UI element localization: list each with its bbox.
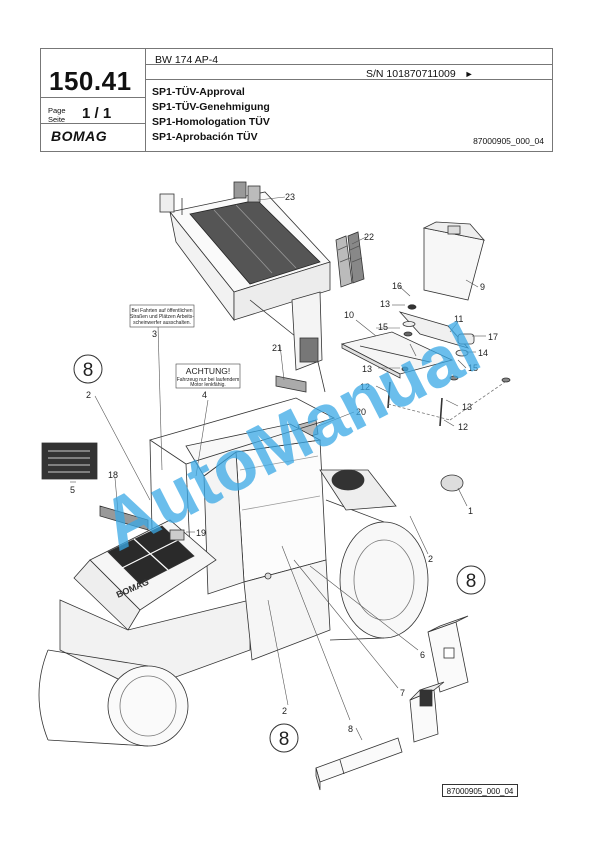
- callout-21: 21: [272, 343, 282, 353]
- callout-20: 20: [356, 407, 366, 417]
- callout-3: 3: [152, 329, 157, 339]
- callout-9: 9: [480, 282, 485, 292]
- warning-strip: [99, 505, 149, 531]
- arrow-right-icon: ►: [464, 69, 474, 79]
- callout-23: 23: [285, 192, 295, 202]
- header-rule: [41, 123, 145, 124]
- reflective-strips: [335, 231, 365, 288]
- callout-13-mid: 13: [362, 364, 372, 374]
- serial-number: S/N 101870711009 ►: [366, 68, 474, 80]
- sticker-line-3: scheinwerfer ausschalten.: [133, 320, 191, 326]
- callout-2-right: 2: [428, 554, 433, 564]
- circled-8-right: 8: [466, 571, 477, 592]
- doc-code: 87000905_000_04: [473, 136, 544, 146]
- reference-code: 87000905_000_04: [442, 784, 518, 797]
- header-rule: [41, 97, 145, 98]
- page-count: 1 / 1: [82, 105, 112, 122]
- model-name: BW 174 AP-4: [155, 54, 219, 66]
- callout-12-left: 12: [360, 382, 370, 392]
- parts-drawing: 8 8 8 Bei Fahrten auf öffentlichen Straß…: [38, 181, 511, 791]
- leader-lines: [70, 196, 486, 741]
- title-de: SP1-TÜV-Genehmigung: [152, 101, 270, 113]
- strip-package: [315, 737, 403, 791]
- callout-13-top: 13: [380, 299, 390, 309]
- page-label: Page Seite: [48, 106, 66, 124]
- page-label-de: Seite: [48, 115, 66, 124]
- header-block: BW 174 AP-4 S/N 101870711009 ► 150.41 Pa…: [40, 48, 553, 152]
- cover-plate: [422, 221, 486, 301]
- cap-part: [440, 474, 464, 492]
- callout-15-right: 15: [468, 363, 478, 373]
- callout-6: 6: [420, 650, 425, 660]
- callout-4: 4: [202, 390, 207, 400]
- callout-15-left: 15: [378, 322, 388, 332]
- title-es: SP1-Aprobación TÜV: [152, 131, 258, 143]
- warning-line-1: Fahrzeug nur bei laufendem: [177, 377, 240, 383]
- page-label-en: Page: [48, 106, 66, 115]
- long-strip: [275, 375, 307, 393]
- callout-22: 22: [364, 232, 374, 242]
- header-divider: [145, 49, 146, 151]
- decal-panel: [41, 442, 98, 480]
- callout-2-left: 2: [86, 390, 91, 400]
- sticker-line-1: Bei Fahrten auf öffentlichen: [131, 308, 192, 314]
- header-rule: [145, 79, 552, 80]
- document-box: [409, 681, 445, 743]
- callout-13-right: 13: [462, 402, 472, 412]
- title-fr: SP1-Homologation TÜV: [152, 116, 270, 128]
- bomag-logo: BOMAG: [51, 128, 108, 144]
- sticker-line-2: Straßen und Plätzen Arbeits-: [130, 314, 194, 320]
- callout-16: 16: [392, 281, 402, 291]
- document-titles: SP1-TÜV-Approval SP1-TÜV-Genehmigung SP1…: [152, 85, 270, 145]
- callout-17: 17: [488, 332, 498, 342]
- bracket-plates: [340, 311, 470, 379]
- serial-number-text: S/N 101870711009: [366, 68, 456, 80]
- title-en: SP1-TÜV-Approval: [152, 86, 245, 98]
- callout-5: 5: [70, 485, 75, 495]
- hopper-assembly: [159, 191, 331, 393]
- circled-8-bottom: 8: [279, 729, 290, 750]
- callout-12-right: 12: [458, 422, 468, 432]
- roller-machine: [38, 397, 429, 747]
- warning-line-2: Motor lenkfähig.: [190, 382, 226, 388]
- circled-8-symbols: 8 8 8: [73, 354, 486, 753]
- hopper-stickers: [233, 181, 261, 203]
- callout-11: 11: [454, 314, 463, 324]
- callout-19: 19: [196, 528, 206, 538]
- header-rule: [145, 64, 552, 65]
- callout-18: 18: [108, 470, 118, 480]
- callout-7: 7: [400, 688, 405, 698]
- callout-1: 1: [468, 506, 473, 516]
- callout-14: 14: [478, 348, 488, 358]
- warning-sign: ACHTUNG! Fahrzeug nur bei laufendem Moto…: [175, 363, 241, 389]
- line-art: [38, 181, 511, 791]
- warning-title: ACHTUNG!: [186, 366, 230, 376]
- hardware-parts: [387, 304, 511, 427]
- callout-numbers: 23 22 9 16 13 10 15 11 17 14 15 13 12 13…: [70, 192, 498, 734]
- circled-8-left: 8: [83, 360, 94, 381]
- page-title: 150.41: [49, 66, 132, 96]
- callout-10: 10: [344, 310, 354, 320]
- callout-2-bottom: 2: [282, 706, 287, 716]
- manual-box: [427, 615, 469, 693]
- sticker-text-box: Bei Fahrten auf öffentlichen Straßen und…: [129, 304, 195, 328]
- callout-8: 8: [348, 724, 353, 734]
